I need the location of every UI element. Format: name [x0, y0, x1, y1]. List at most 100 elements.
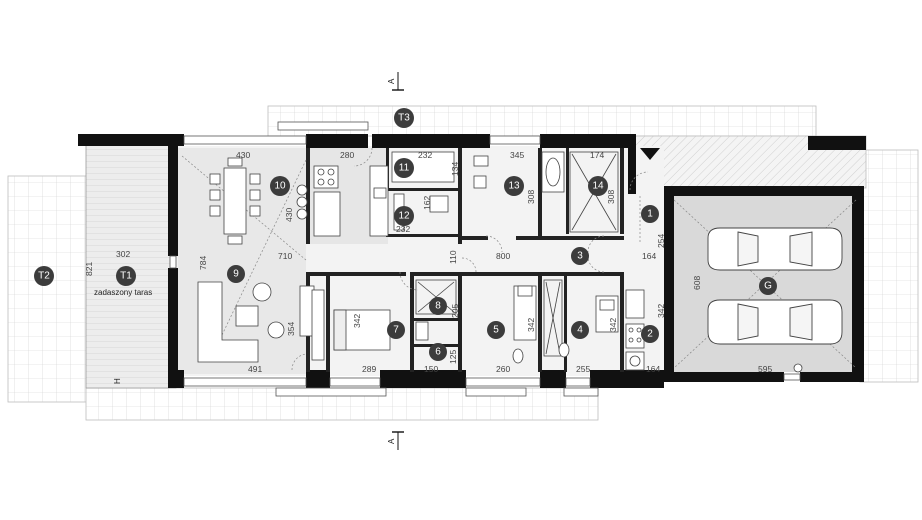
dim-164-lower: 164: [646, 364, 660, 374]
room-badge-7-text: 7: [393, 325, 399, 336]
room-badge-5: 5: [487, 321, 505, 339]
room-badge-10-circle: [270, 176, 290, 196]
room-badge-14-circle: [588, 176, 608, 196]
room-badge-13-text: 13: [508, 181, 520, 192]
living-furniture: [197, 281, 315, 363]
room-badge-garage: G: [759, 277, 777, 295]
section-mark-top-label: A: [387, 78, 396, 84]
bedroom-furniture: [311, 279, 619, 364]
room-badge-6-circle: [429, 343, 447, 361]
dim-174: 174: [590, 150, 604, 160]
room-badge-9: 9: [227, 265, 245, 283]
room-badge-t3-circle: [394, 108, 414, 128]
room-badge-6-text: 6: [435, 347, 441, 358]
dim-302: 302: [116, 249, 130, 259]
room-badge-t3: T3: [394, 108, 414, 128]
room-badge-garage-circle: [759, 277, 777, 295]
dim-164-upper: 164: [642, 251, 656, 261]
room-badge-t3-text: T3: [398, 113, 410, 124]
dim-110: 110: [448, 250, 458, 264]
room-badge-t1-text: T1: [120, 271, 132, 282]
dim-430: 430: [236, 150, 250, 160]
dim-255: 255: [576, 364, 590, 374]
room-badge-t2: T2: [34, 266, 54, 286]
dim-162: 162: [422, 196, 432, 210]
room-badge-6: 6: [429, 343, 447, 361]
dim-150: 150: [424, 364, 438, 374]
room-badge-8-text: 8: [435, 301, 441, 312]
room-badge-12-circle: [394, 206, 414, 226]
room-badge-14: 14: [588, 176, 608, 196]
room-badge-9-circle: [227, 265, 245, 283]
room-badge-2-text: 2: [647, 329, 653, 340]
room-badge-3-circle: [571, 247, 589, 265]
windows: [169, 121, 801, 397]
room-badge-12-text: 12: [398, 211, 410, 222]
dim-430-vertical: 430: [284, 208, 294, 222]
room-badge-3-text: 3: [577, 251, 583, 262]
room-badge-5-text: 5: [493, 325, 499, 336]
dim-232-lower: 232: [396, 224, 410, 234]
dim-232-top: 232: [418, 150, 432, 160]
dim-134: 134: [450, 162, 460, 176]
room-badge-1-text: 1: [647, 209, 653, 220]
dim-608: 608: [692, 276, 702, 290]
dim-354: 354: [286, 322, 296, 336]
room-badge-9-text: 9: [233, 269, 239, 280]
room-badge-14-text: 14: [592, 181, 604, 192]
right-paving: [859, 149, 919, 383]
room-badge-11-text: 11: [399, 163, 410, 174]
room-badge-3: 3: [571, 247, 589, 265]
room-badge-13: 13: [504, 176, 524, 196]
kitchen-furniture: [296, 165, 389, 237]
section-mark-bottom-label: A: [387, 438, 396, 444]
room-badge-4: 4: [571, 321, 589, 339]
room-badge-7: 7: [387, 321, 405, 339]
room-badge-2: 2: [641, 325, 659, 343]
room-badge-8-circle: [429, 297, 447, 315]
dim-289: 289: [362, 364, 376, 374]
h-mark-label: H: [113, 378, 122, 384]
dim-260: 260: [496, 364, 510, 374]
utility-fixtures: [625, 289, 645, 371]
section-mark-bottom: A: [387, 431, 404, 450]
room-badge-13-circle: [504, 176, 524, 196]
dim-254: 254: [656, 234, 666, 248]
dim-342-a: 342: [352, 314, 362, 328]
room-badge-5-circle: [487, 321, 505, 339]
room-badge-7-circle: [387, 321, 405, 339]
dim-308-b: 308: [606, 190, 616, 204]
dim-821: 821: [84, 262, 94, 276]
dimension-labels: 430 280 232 345 174 134 430 308 308 162 …: [84, 150, 772, 374]
terrace-t1-label: zadaszony taras: [94, 288, 152, 297]
terrace-t1-deck: [85, 139, 177, 389]
room-badge-t2-text: T2: [38, 271, 50, 282]
room-badge-4-circle: [571, 321, 589, 339]
dim-345: 345: [510, 150, 524, 160]
room-badge-11: 11: [394, 158, 414, 178]
dim-342-b: 342: [526, 318, 536, 332]
car-upper: [707, 227, 843, 271]
room-badge-t1: T1: [116, 266, 136, 286]
room-badge-8: 8: [429, 297, 447, 315]
entrance-arrow-icon: [640, 148, 660, 160]
dim-205: 205: [450, 304, 460, 318]
dim-125: 125: [448, 350, 458, 364]
dim-710: 710: [278, 251, 292, 261]
terrace-t2-paving: [7, 175, 87, 403]
room-badge-t1-circle: [116, 266, 136, 286]
room-badge-garage-text: G: [764, 281, 772, 292]
room-badge-12: 12: [394, 206, 414, 226]
dining-table: [209, 157, 261, 245]
room-badge-4-text: 4: [577, 325, 583, 336]
dim-784: 784: [198, 256, 208, 270]
section-mark-top: A: [387, 72, 404, 91]
exterior-walls: [78, 134, 866, 388]
dim-342-c: 342: [608, 318, 618, 332]
dim-308-a: 308: [526, 190, 536, 204]
dim-800: 800: [496, 251, 510, 261]
room-badge-t2-circle: [34, 266, 54, 286]
room-badge-10-text: 10: [274, 181, 286, 192]
